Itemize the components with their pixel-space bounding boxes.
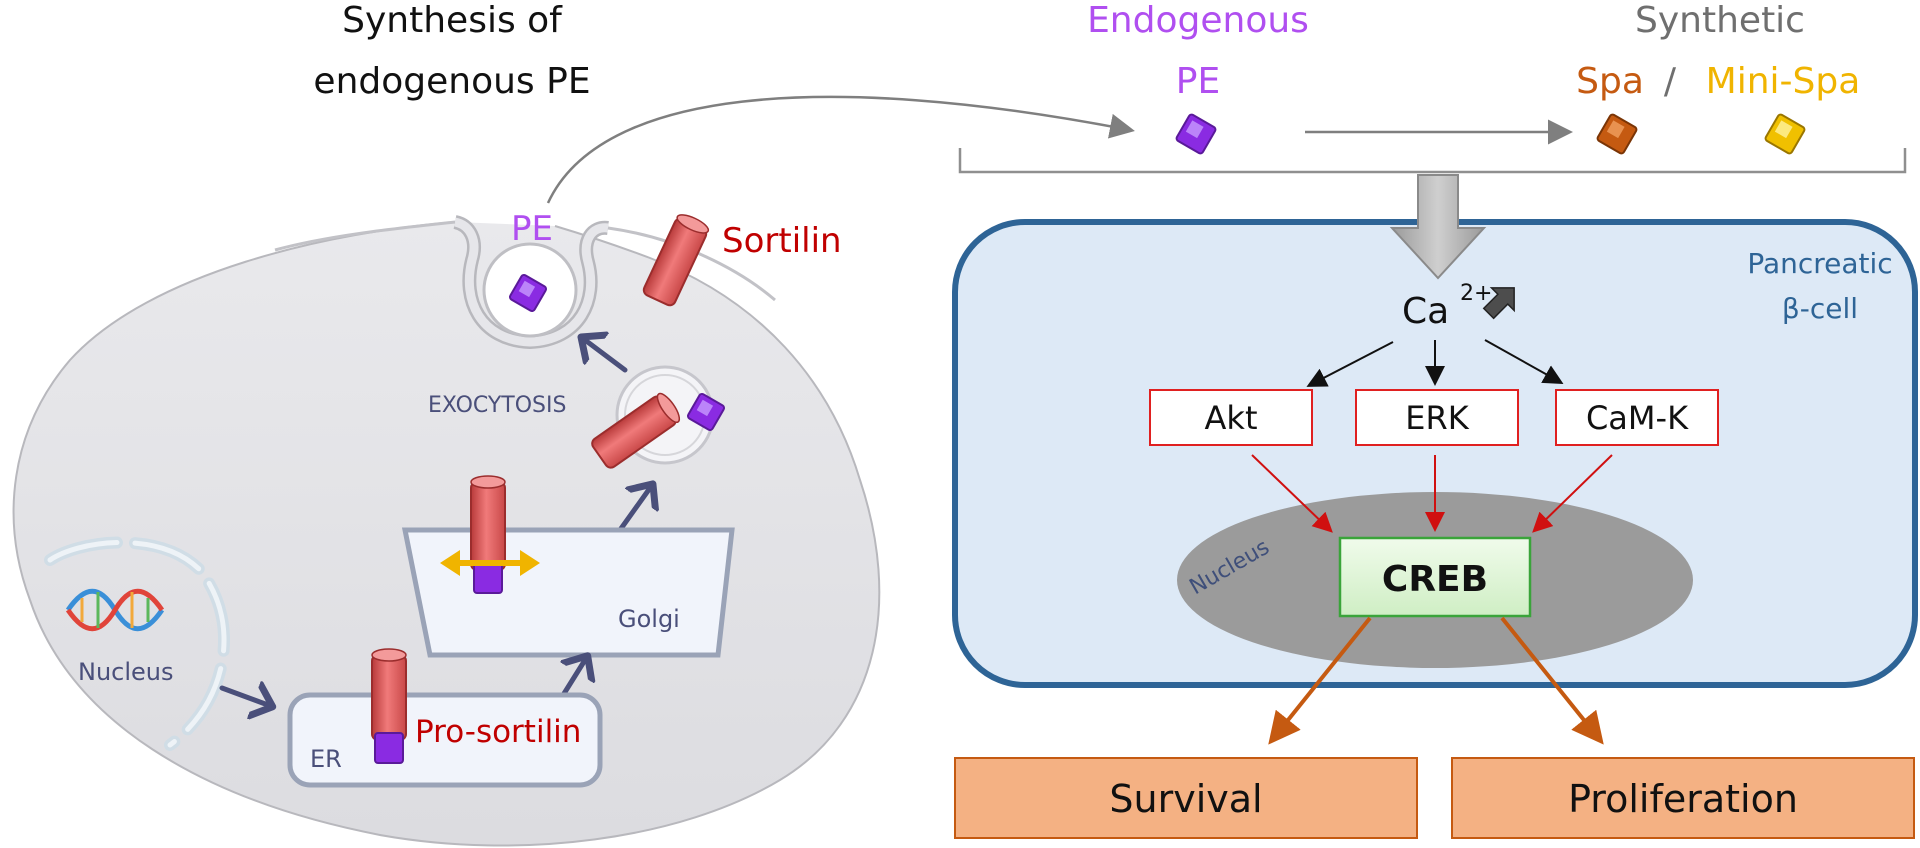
spa-label: Spa — [1576, 61, 1644, 102]
spa-separator: / — [1664, 61, 1677, 102]
arrow-secretion-curve — [546, 95, 1135, 204]
ligand-row: Endogenous PE Synthetic Spa / Mini-Spa — [958, 0, 1907, 174]
outcome-proliferation: Proliferation — [1451, 757, 1915, 839]
beta-cell-panel: Pancreatic β-cell Ca 2+ Akt ERK CaM-K — [952, 174, 1918, 745]
arrow-ca-to-akt — [1306, 341, 1394, 387]
outcome-survival: Survival — [954, 757, 1418, 839]
synthetic-label: Synthetic — [1635, 0, 1805, 41]
er-label: ER — [310, 745, 342, 773]
arrow-vesicle-to-membrane — [585, 340, 628, 373]
mini-spa-label: Mini-Spa — [1706, 61, 1861, 102]
arrow-ca-to-camk — [1484, 339, 1564, 384]
sortilin-rod — [642, 214, 710, 307]
kinase-akt-label: Akt — [1205, 399, 1258, 437]
nucleus-label-left: Nucleus — [78, 658, 174, 686]
membrane-inner-line — [274, 220, 456, 252]
arrow-akt-to-creb — [1251, 454, 1333, 533]
arrow-nucleus-to-er — [219, 688, 268, 705]
endogenous-pe-molecule — [1175, 113, 1217, 155]
golgi-label: Golgi — [618, 605, 680, 633]
kinase-camk-label: CaM-K — [1586, 399, 1689, 437]
calcium-label: Ca — [1402, 291, 1449, 332]
pro-sortilin-label: Pro-sortilin — [415, 714, 581, 750]
survival-label: Survival — [1109, 777, 1262, 821]
proliferation-label: Proliferation — [1568, 777, 1798, 821]
ligand-binding-arrow — [1389, 174, 1487, 280]
endoplasmic-reticulum — [287, 692, 603, 788]
pe-molecule-released — [508, 273, 548, 313]
pro-sortilin-er — [371, 648, 407, 764]
pe-label-left: PE — [511, 209, 553, 249]
arrow-golgi-to-vesicle — [617, 488, 650, 533]
left-title-line2: endogenous PE — [313, 61, 590, 102]
calcium-superscript: 2+ — [1460, 281, 1492, 306]
left-cell-panel: PE Sortilin EXOCYTOSIS Golgi — [12, 0, 881, 847]
cell-label-line1: Pancreatic — [1747, 247, 1892, 280]
kinase-erk-label: ERK — [1405, 399, 1469, 437]
left-title-line1: Synthesis of — [342, 0, 563, 41]
endogenous-pe-label: PE — [1176, 61, 1220, 102]
pro-sortilin-golgi — [470, 475, 506, 594]
cleavage-double-arrow — [440, 550, 540, 576]
exocytosis-label: EXOCYTOSIS — [428, 393, 566, 418]
increase-arrow-icon — [1482, 287, 1515, 320]
kinase-akt: Akt — [1149, 389, 1313, 446]
ligand-bracket — [958, 148, 1907, 174]
sortilin-label: Sortilin — [722, 221, 842, 261]
creb-label: CREB — [1382, 559, 1488, 600]
arrow-creb-to-survival — [1268, 616, 1372, 745]
cell-label-line2: β-cell — [1782, 292, 1858, 325]
arrow-creb-to-proliferation — [1500, 616, 1604, 745]
kinase-erk: ERK — [1355, 389, 1519, 446]
golgi — [401, 527, 735, 658]
pe-molecule-vesicle — [686, 392, 726, 432]
arrow-camk-to-creb — [1532, 454, 1613, 533]
spa-molecule — [1596, 113, 1638, 155]
sortilin-in-vesicle — [591, 392, 681, 469]
kinase-camk: CaM-K — [1555, 389, 1719, 446]
mini-spa-molecule — [1764, 113, 1806, 155]
creb-box: CREB — [1338, 536, 1532, 618]
endogenous-label: Endogenous — [1087, 0, 1309, 41]
dna-icon — [65, 588, 165, 632]
